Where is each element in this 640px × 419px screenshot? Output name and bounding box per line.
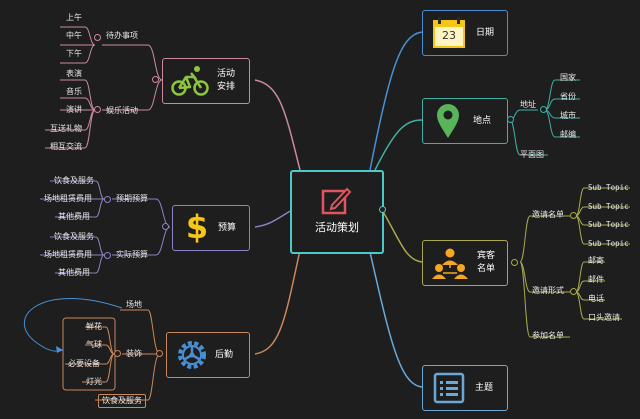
budget-node[interactable]: $ 预算 xyxy=(172,205,250,251)
theme-node[interactable]: 主题 xyxy=(422,365,508,411)
branch-line-activity xyxy=(254,79,301,171)
decor-item[interactable]: 必要设备 xyxy=(68,359,100,368)
activity-label-line1: 活动 xyxy=(216,69,235,79)
invite-list-item[interactable]: Sub Topic xyxy=(588,239,629,248)
planned-item[interactable]: 场地租赁费用 xyxy=(44,194,92,203)
list-icon xyxy=(433,372,465,404)
fun-item[interactable]: 互送礼物 xyxy=(50,124,82,133)
logistics-node[interactable]: 后勤 xyxy=(166,332,250,378)
fun-item[interactable]: 演讲 xyxy=(66,105,82,114)
collapse-dot-place[interactable] xyxy=(507,116,514,123)
collapse-dot-activity[interactable] xyxy=(152,76,159,83)
calendar-icon xyxy=(433,17,465,48)
actual-label[interactable]: 实际预算 xyxy=(116,250,148,259)
address-item[interactable]: 省份 xyxy=(560,92,576,101)
decor-item[interactable]: 气球 xyxy=(86,340,102,349)
place-label: 地点 xyxy=(472,116,491,126)
branch-line-theme xyxy=(369,251,423,388)
relation-arrow xyxy=(23,298,123,352)
todo-item[interactable]: 中午 xyxy=(66,31,82,40)
collapse-dot-todo[interactable] xyxy=(94,34,101,41)
collapse-dot-planned[interactable] xyxy=(104,196,111,203)
address-item[interactable]: 城市 xyxy=(560,111,576,120)
place-node[interactable]: 地点 xyxy=(422,98,508,144)
collapse-dot-invite-list[interactable] xyxy=(570,212,577,219)
invite-method-item[interactable]: 邮寄 xyxy=(588,256,604,265)
gear-icon xyxy=(178,341,206,369)
actual-item[interactable]: 饮食及服务 xyxy=(54,232,94,241)
collapse-dot-invite-method[interactable] xyxy=(570,288,577,295)
edit-icon xyxy=(321,187,352,215)
guests-label-line1: 宾客 xyxy=(476,251,495,261)
attend-list-label[interactable]: 参加名单 xyxy=(532,331,564,340)
todo-label[interactable]: 待办事项 xyxy=(106,31,138,40)
address-label[interactable]: 地址 xyxy=(520,100,536,109)
fun-item[interactable]: 表演 xyxy=(66,69,82,78)
bicycle-icon xyxy=(171,66,209,96)
guests-node[interactable]: 宾客 名单 xyxy=(422,240,508,286)
address-item[interactable]: 国家 xyxy=(560,73,576,82)
collapse-dot-fun[interactable] xyxy=(94,106,101,113)
todo-item[interactable]: 上午 xyxy=(66,13,82,22)
planned-label[interactable]: 预期预算 xyxy=(116,194,148,203)
activity-node[interactable]: 活动 安排 xyxy=(162,58,250,104)
actual-item[interactable]: 其他费用 xyxy=(58,268,90,277)
decor-label[interactable]: 装饰 xyxy=(126,349,142,358)
center-label: 活动策划 xyxy=(315,221,359,234)
relation-arrowhead xyxy=(56,346,63,353)
planned-item[interactable]: 饮食及服务 xyxy=(54,176,94,185)
invite-list-item[interactable]: Sub Topic xyxy=(588,202,629,211)
collapse-dot-decor[interactable] xyxy=(114,350,121,357)
collapse-dot-logistics[interactable] xyxy=(156,350,163,357)
guests-label-line2: 名单 xyxy=(476,264,495,274)
date-node[interactable]: 23 日期 xyxy=(422,10,508,56)
collapse-dot-budget[interactable] xyxy=(162,223,169,230)
fun-item[interactable]: 音乐 xyxy=(66,87,82,96)
budget-label: 预算 xyxy=(217,223,236,233)
decor-item[interactable]: 灯光 xyxy=(86,377,102,386)
collapse-dot-address[interactable] xyxy=(540,106,547,113)
logistics-label: 后勤 xyxy=(214,350,233,360)
dollar-icon: $ xyxy=(185,208,209,246)
date-label: 日期 xyxy=(475,28,494,38)
invite-method-item[interactable]: 口头邀请 xyxy=(588,313,620,322)
calendar-number: 23 xyxy=(442,29,456,42)
actual-item[interactable]: 场地租赁费用 xyxy=(44,250,92,259)
activity-label-line2: 安排 xyxy=(216,82,235,92)
venue-label[interactable]: 场地 xyxy=(126,300,142,309)
todo-item[interactable]: 下午 xyxy=(66,49,82,58)
branch-line-guests xyxy=(381,209,423,263)
people-icon xyxy=(432,248,468,279)
catering-label[interactable]: 饮食及服务 xyxy=(98,394,146,408)
invite-list-item[interactable]: Sub Topic xyxy=(588,220,629,229)
fun-item[interactable]: 相互交流 xyxy=(50,142,82,151)
decor-item[interactable]: 鲜花 xyxy=(86,322,102,331)
floorplan-label[interactable]: 平面图 xyxy=(520,150,544,159)
branch-line-logistics xyxy=(254,249,301,355)
address-item[interactable]: 邮编 xyxy=(560,130,576,139)
invite-method-item[interactable]: 邮件 xyxy=(588,275,604,284)
branch-line-date xyxy=(369,31,423,171)
center-node[interactable]: 活动策划 xyxy=(290,170,384,254)
collapse-dot-guests[interactable] xyxy=(511,259,518,266)
invite-method-item[interactable]: 电话 xyxy=(588,294,604,303)
planned-item[interactable]: 其他费用 xyxy=(58,212,90,221)
invite-method-label[interactable]: 邀请形式 xyxy=(532,286,564,295)
invite-list-label[interactable]: 邀请名单 xyxy=(532,210,564,219)
location-pin-icon xyxy=(437,104,459,138)
theme-label: 主题 xyxy=(474,383,493,393)
branch-line-budget xyxy=(254,209,293,228)
collapse-dot-actual[interactable] xyxy=(104,252,111,259)
branch-line-place xyxy=(374,119,423,171)
invite-list-item[interactable]: Sub Topic xyxy=(588,183,629,192)
collapse-dot-center[interactable] xyxy=(379,206,386,213)
fun-label[interactable]: 娱乐活动 xyxy=(106,106,138,115)
